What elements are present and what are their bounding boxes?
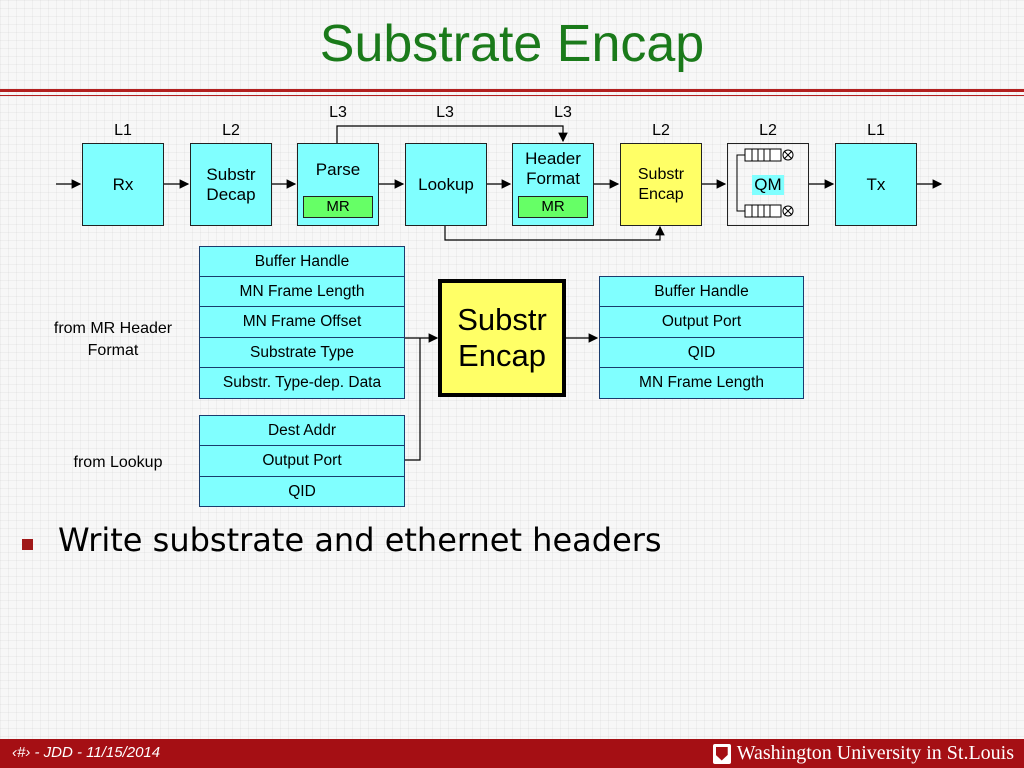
block-qm-label: QM [752,174,784,195]
label-from-mr-line2: Format [87,342,139,359]
block-decap-line1: Substr [206,164,256,184]
block-substr-encap: Substr Encap [620,143,702,226]
block-encap-line1: Substr [637,165,685,183]
level-parse: L3 [329,104,347,121]
level-decap: L2 [222,122,240,139]
mr-field: Substr. Type-dep. Data [199,367,405,399]
block-hdr-line2: Format [526,169,580,188]
output-field: MN Frame Length [599,367,804,399]
mr-field: MN Frame Offset [199,306,405,338]
bullet-marker [22,539,33,550]
level-tx: L1 [867,122,885,139]
block-encap-line2: Encap [638,185,684,203]
title-rule-thick [0,89,1024,92]
label-from-mr-line1: from MR Header [53,320,173,337]
level-header-format: L3 [554,104,572,121]
footer-university: Washington University in St.Louis [712,742,1014,765]
block-rx: Rx [82,143,164,226]
block-qm: QM [727,143,809,226]
lookup-field: Dest Addr [199,415,405,446]
slide-title: Substrate Encap [319,15,705,73]
block-tx-label: Tx [866,174,886,194]
block-hdr-mr-badge: MR [518,196,588,218]
mr-field: Substrate Type [199,337,405,368]
block-parse-mr-badge: MR [303,196,373,218]
block-decap-line2: Decap [206,184,256,204]
title-rule-thin [0,95,1024,96]
substr-encap-block: Substr Encap [438,279,566,397]
substr-encap-line2: Encap [458,338,546,373]
level-rx: L1 [114,122,132,139]
university-seal-icon [712,743,731,764]
mr-field: Buffer Handle [199,246,405,277]
queue-icon [736,148,794,218]
level-lookup: L3 [436,104,454,121]
footer-slide-info: ‹#› - JDD - 11/15/2014 [12,744,161,761]
block-rx-label: Rx [112,174,134,194]
lookup-field: Output Port [199,445,405,477]
bullet-text: Write substrate and ethernet headers [58,521,662,559]
block-parse-label: Parse [315,160,361,179]
label-from-lookup: from Lookup [73,454,163,471]
output-field: QID [599,337,804,368]
block-hdr-line1: Header [525,149,581,168]
block-lookup: Lookup [405,143,487,226]
mr-field: MN Frame Length [199,276,405,307]
output-field: Buffer Handle [599,276,804,307]
substr-encap-line1: Substr [457,302,547,337]
footer-bar: ‹#› - JDD - 11/15/2014 Washington Univer… [0,739,1024,768]
lookup-field: QID [199,476,405,507]
label-from-mr: from MR Header Format [30,320,196,360]
footer-university-name: Washington University in St.Louis [736,742,1014,764]
output-field: Output Port [599,306,804,338]
block-tx: Tx [835,143,917,226]
block-lookup-label: Lookup [418,174,474,194]
level-qm: L2 [759,122,777,139]
level-encap: L2 [652,122,670,139]
block-substr-decap: Substr Decap [190,143,272,226]
